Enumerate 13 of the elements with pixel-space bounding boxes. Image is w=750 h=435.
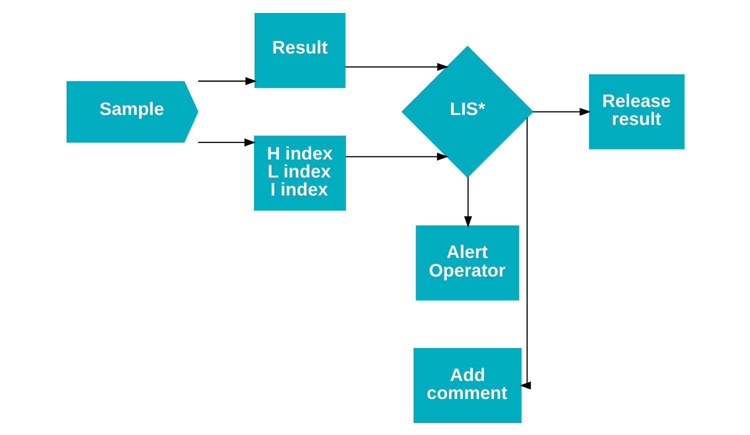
node-box: Add comment <box>413 348 521 423</box>
node-diamond: LIS* <box>400 45 534 178</box>
arrow <box>518 117 530 390</box>
arrow <box>464 176 472 228</box>
node-box: H index L index I index <box>253 135 346 210</box>
arrow <box>344 62 448 70</box>
arrow <box>198 76 256 85</box>
arrow <box>345 152 448 160</box>
arrow <box>532 107 591 116</box>
node-box: Release result <box>588 74 684 149</box>
arrow <box>198 138 256 146</box>
node-box: Result <box>254 12 345 88</box>
node-box: Alert Operator <box>415 224 519 300</box>
